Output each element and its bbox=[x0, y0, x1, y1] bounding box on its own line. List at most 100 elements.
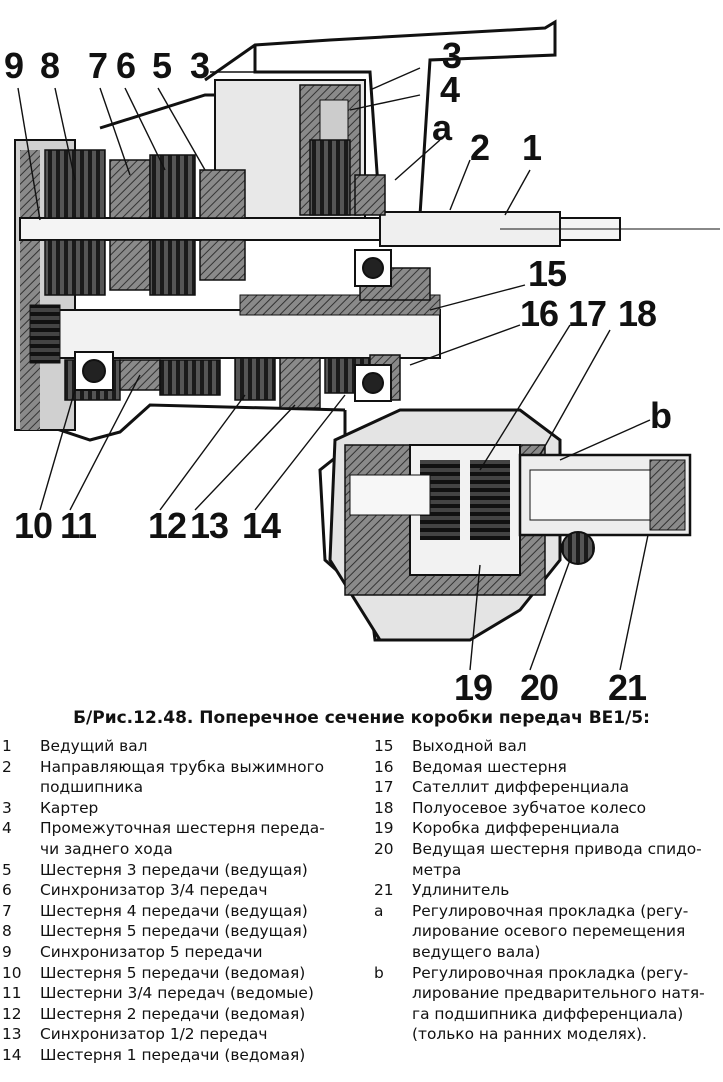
legend-item-text: лирование осевого перемещения bbox=[412, 922, 686, 941]
legend-item-number: 4 bbox=[2, 819, 12, 838]
legend-item-text: Полуосевое зубчатое колесо bbox=[412, 798, 647, 817]
legend-item: 2 Направляющая трубка выжимного bbox=[0, 757, 360, 778]
callout-13: 13 bbox=[190, 505, 229, 546]
callout-20: 20 bbox=[520, 667, 559, 708]
legend-item: метра bbox=[372, 860, 717, 881]
callout-6: 6 bbox=[116, 45, 136, 86]
callout-5: 5 bbox=[152, 45, 172, 86]
legend-item-text: Синхронизатор 5 передачи bbox=[40, 942, 263, 961]
legend-item-text: Шестерня 5 передачи (ведущая) bbox=[40, 922, 308, 941]
legend-item-number: 19 bbox=[374, 819, 394, 838]
legend-item-number: 11 bbox=[2, 984, 22, 1003]
legend-item-number: 12 bbox=[2, 1004, 22, 1023]
legend-item: 19 Коробка дифференциала bbox=[372, 818, 717, 839]
legend-item: (только на ранних моделях). bbox=[372, 1024, 717, 1045]
legend-item-number: 2 bbox=[2, 757, 12, 776]
legend-item-number: 17 bbox=[374, 778, 394, 797]
legend-item-number: 13 bbox=[2, 1025, 22, 1044]
legend-item-number: b bbox=[374, 963, 384, 982]
legend-item-text: метра bbox=[412, 860, 462, 879]
legend-item: b Регулировочная прокладка (регу- bbox=[372, 963, 717, 984]
legend-item-number: 7 bbox=[2, 901, 12, 920]
legend-item-number bbox=[372, 983, 412, 1004]
legend-item-text: Направляющая трубка выжимного bbox=[40, 757, 325, 776]
legend-item: 10 Шестерня 5 передачи (ведомая) bbox=[0, 963, 360, 984]
legend-item-number bbox=[372, 1024, 412, 1045]
legend-item-text: (только на ранних моделях). bbox=[412, 1025, 647, 1044]
callout-8: 8 bbox=[40, 45, 60, 86]
callout-11: 11 bbox=[60, 505, 97, 546]
legend-item: чи заднего хода bbox=[0, 839, 360, 860]
legend-item-text: Шестерня 5 передачи (ведомая) bbox=[40, 963, 306, 982]
legend-item-text: Сателлит дифференциала bbox=[412, 778, 630, 797]
legend-item: ведущего вала) bbox=[372, 942, 717, 963]
legend-item-text: Коробка дифференциала bbox=[412, 819, 620, 838]
callout-2: 2 bbox=[470, 127, 490, 168]
legend-item-text: ведущего вала) bbox=[412, 942, 541, 961]
output-gears bbox=[64, 267, 431, 409]
legend-item-text: Выходной вал bbox=[412, 737, 527, 755]
callout-1: 1 bbox=[522, 127, 542, 168]
legend-item: 8 Шестерня 5 передачи (ведущая) bbox=[0, 921, 360, 942]
callout-14: 14 bbox=[242, 505, 281, 546]
legend-item-number: a bbox=[374, 901, 384, 920]
speedo-gear bbox=[561, 531, 595, 565]
legend-item-number: 21 bbox=[374, 881, 394, 900]
callout-18: 18 bbox=[618, 293, 657, 334]
legend-item-text: Ведущая шестерня привода спидо- bbox=[412, 839, 702, 858]
output-shaft bbox=[39, 309, 441, 359]
gearbox-cross-section-drawing bbox=[14, 19, 720, 671]
callout-17: 17 bbox=[568, 293, 607, 334]
legend-item: 7 Шестерня 4 передачи (ведущая) bbox=[0, 901, 360, 922]
callout-4: 4 bbox=[440, 69, 460, 110]
callout-a: a bbox=[432, 107, 452, 148]
legend-item: 20 Ведущая шестерня привода спидо- bbox=[372, 839, 717, 860]
legend-item-text: Ведущий вал bbox=[40, 737, 148, 755]
legend-left-column: 1 Ведущий вал 2 Направляющая трубка выжимно… bbox=[0, 736, 360, 1066]
legend-item: 17 Сателлит дифференциала bbox=[372, 777, 717, 798]
legend-item-number: 10 bbox=[2, 963, 22, 982]
legend-item-number: 8 bbox=[2, 922, 12, 941]
legend-item-text: Шестерня 3 передачи (ведущая) bbox=[40, 860, 308, 879]
legend-item-text: Ведомая шестерня bbox=[412, 757, 567, 776]
callout-19: 19 bbox=[454, 667, 493, 708]
callout-21: 21 bbox=[608, 667, 647, 708]
legend-item-number bbox=[0, 839, 40, 860]
callout-3-left: 3 bbox=[190, 45, 210, 86]
legend-item-text: га подшипника дифференциала) bbox=[412, 1004, 684, 1023]
legend-item: a Регулировочная прокладка (регу- bbox=[372, 901, 717, 922]
legend-item-text: лирование предварительного натя- bbox=[412, 984, 705, 1003]
legend-item-number: 3 bbox=[2, 798, 12, 817]
legend-item-number: 6 bbox=[2, 881, 12, 900]
legend-item-text: Синхронизатор 1/2 передач bbox=[40, 1025, 268, 1044]
legend-item: лирование осевого перемещения bbox=[372, 921, 717, 942]
legend-item-text: чи заднего хода bbox=[40, 839, 173, 858]
callout-3-right: 3 bbox=[442, 35, 462, 76]
legend-item-number: 20 bbox=[374, 839, 394, 858]
legend-item-number: 1 bbox=[2, 737, 12, 755]
legend-item-text: подшипника bbox=[40, 778, 144, 797]
leader-lines bbox=[17, 67, 651, 671]
input-gears bbox=[44, 139, 386, 296]
callout-10: 10 bbox=[14, 505, 53, 546]
legend-item-text: Регулировочная прокладка (регу- bbox=[412, 901, 689, 920]
legend-item-text: Шестерня 4 передачи (ведущая) bbox=[40, 901, 308, 920]
legend-item: подшипника bbox=[0, 777, 360, 798]
legend-item-number bbox=[0, 777, 40, 798]
legend-item: лирование предварительного натя- bbox=[372, 983, 717, 1004]
legend-item-number bbox=[372, 860, 412, 881]
legend-item-number bbox=[372, 942, 412, 963]
legend-item-text: Регулировочная прокладка (регу- bbox=[412, 963, 689, 982]
